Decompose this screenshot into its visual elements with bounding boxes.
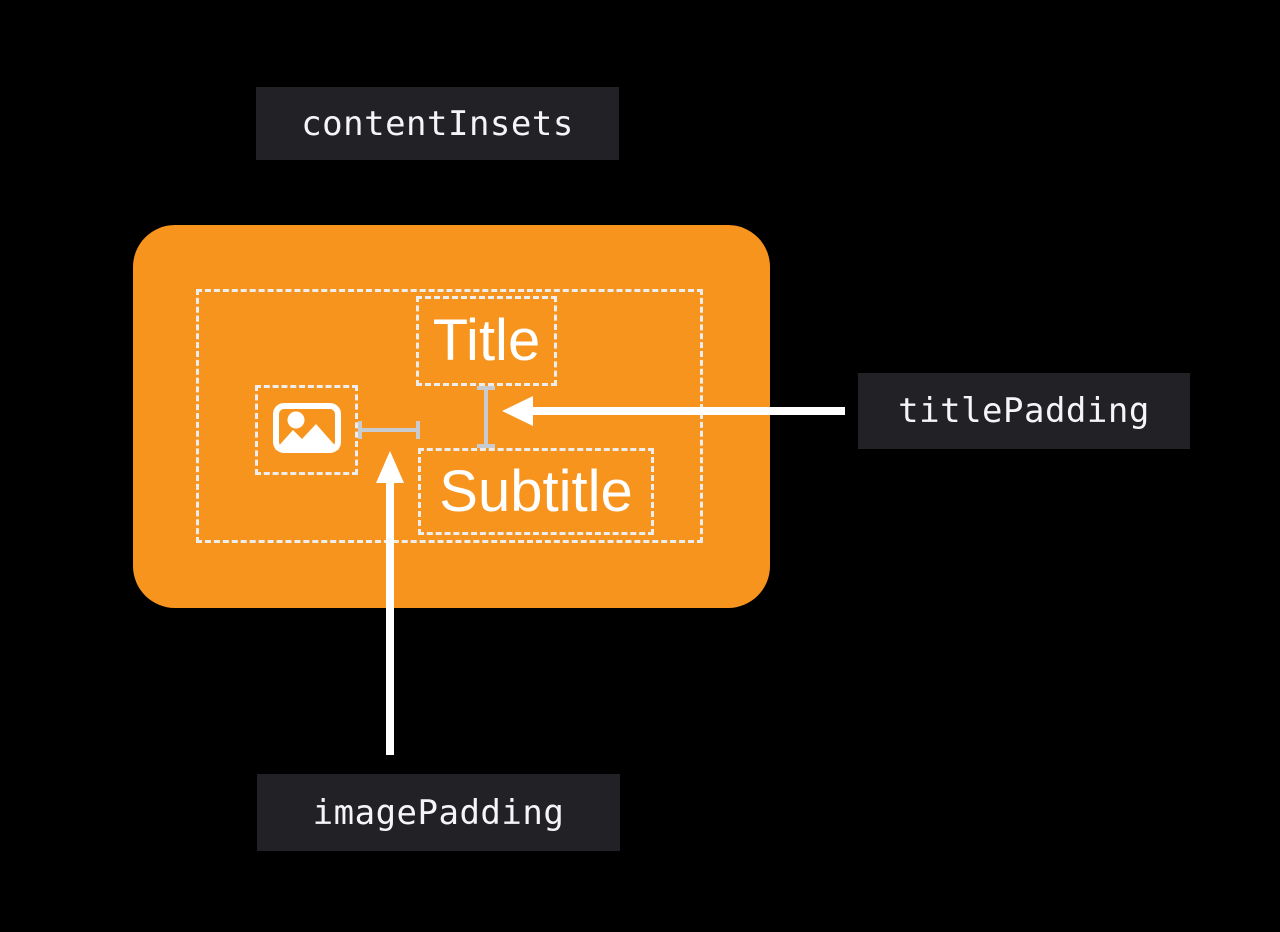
ibeam-right-cap bbox=[416, 421, 420, 439]
ibeam-bottom-cap bbox=[477, 444, 495, 448]
arrowhead-up-icon bbox=[376, 451, 404, 483]
title-padding-label: titlePadding bbox=[858, 373, 1190, 449]
title-box: Title bbox=[416, 296, 557, 386]
image-padding-arrow-line bbox=[386, 481, 394, 755]
content-insets-label: contentInsets bbox=[256, 87, 619, 160]
image-padding-label: imagePadding bbox=[257, 774, 620, 851]
arrowhead-left-icon bbox=[502, 396, 533, 426]
photo-icon bbox=[270, 400, 344, 461]
image-placeholder-box bbox=[255, 385, 358, 475]
ibeam-horizontal-line bbox=[358, 428, 420, 432]
subtitle-box: Subtitle bbox=[418, 448, 654, 535]
content-area-outline bbox=[196, 289, 703, 543]
orange-card: Title Subtitle bbox=[133, 225, 770, 608]
title-padding-arrow-line bbox=[530, 407, 845, 415]
ibeam-vertical-line bbox=[484, 386, 488, 448]
